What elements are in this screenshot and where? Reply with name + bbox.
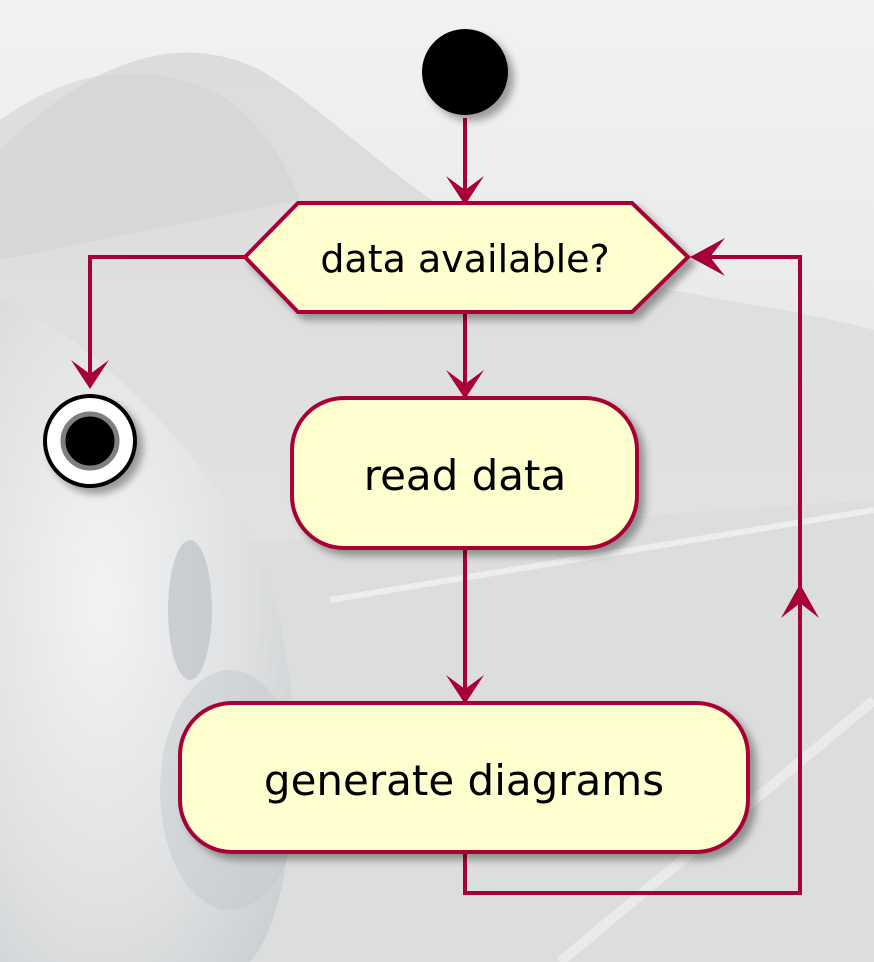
action-read-data: read data (290, 396, 639, 550)
decision-label: data available? (320, 237, 609, 281)
flow-connectors (71, 118, 819, 895)
action-label: read data (364, 451, 567, 500)
action-box (178, 701, 750, 854)
arrowhead-left (690, 238, 725, 276)
decision-node: data available? (242, 201, 691, 314)
action-label: generate diagrams (264, 756, 664, 805)
connector-decision-to-end (88, 255, 245, 385)
arrowhead-down (446, 675, 484, 704)
action-generate-diagrams: generate diagrams (178, 701, 750, 854)
decision-hexagon (242, 201, 691, 314)
arrowhead-down (446, 370, 484, 399)
start-node (422, 29, 508, 115)
connector-loop-back (463, 255, 802, 895)
arrowhead-up (781, 584, 819, 618)
action-box (290, 396, 639, 550)
arrowhead-down (71, 360, 109, 389)
end-node (43, 394, 137, 488)
arrowhead-down (446, 176, 484, 205)
